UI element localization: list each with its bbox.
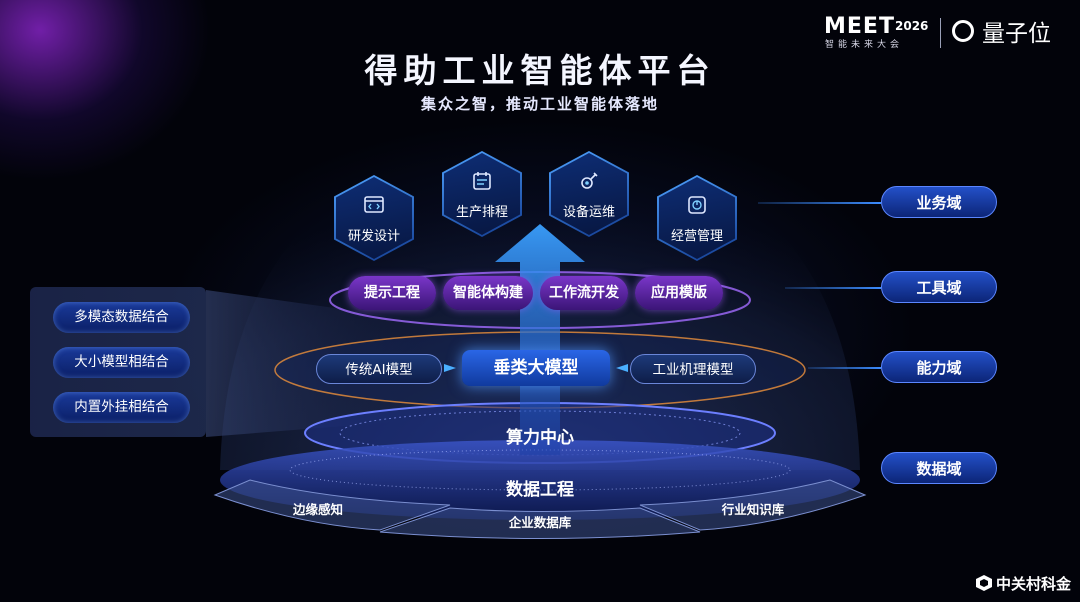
code-window-icon <box>364 196 384 213</box>
segment-enterprise <box>379 507 701 539</box>
tool-agent-building: 智能体构建 <box>443 276 533 310</box>
meet-subtitle: 智能未来大会 <box>825 40 904 50</box>
central-up-arrow <box>495 224 585 455</box>
hex-label: 经营管理 <box>670 229 723 244</box>
segment-industry <box>639 479 867 531</box>
hex-production-scheduling: 生产排程 <box>442 151 522 237</box>
brand-divider <box>940 18 941 48</box>
calendar-icon <box>473 172 491 190</box>
arrow-right-icon <box>444 364 456 372</box>
hex-label: 生产排程 <box>455 205 508 220</box>
domain-business: 业务域 <box>881 186 997 218</box>
arrow-left-icon <box>616 364 628 372</box>
capability-industrial-mechanism: 工业机理模型 <box>630 354 756 384</box>
hex-inner <box>444 153 520 235</box>
meet-logo: MEET <box>824 14 895 39</box>
hex-inner <box>551 153 627 235</box>
tool-workflow-dev: 工作流开发 <box>540 276 628 310</box>
tool-prompt-engineering: 提示工程 <box>348 276 436 310</box>
feature-multimodal: 多模态数据结合 <box>53 302 190 333</box>
hex-inner <box>336 177 412 259</box>
data-disc <box>220 440 860 520</box>
compute-center-label: 算力中心 <box>506 428 574 448</box>
feature-model-mix: 大小模型相结合 <box>53 347 190 378</box>
segment-edge <box>213 479 451 531</box>
left-panel-beam <box>206 290 420 437</box>
connector-business <box>758 202 881 204</box>
data-disc-ticks <box>289 449 791 491</box>
connector-tools <box>785 287 881 289</box>
hex-rd-design: 研发设计 <box>334 175 414 261</box>
domain-tools: 工具域 <box>881 271 997 303</box>
qbw-logo-icon <box>952 20 974 42</box>
domain-data: 数据域 <box>881 452 997 484</box>
data-source-industry-kb: 行业知识库 <box>721 502 785 517</box>
page-subtitle: 集众之智，推动工业智能体落地 <box>420 95 659 113</box>
feature-builtin-plugin: 内置外挂相结合 <box>53 392 190 423</box>
page-title: 得助工业智能体平台 <box>364 51 716 90</box>
data-engineering-label: 数据工程 <box>506 480 574 500</box>
tool-app-templates: 应用模版 <box>635 276 723 310</box>
wrench-gear-icon <box>581 172 598 189</box>
hex-label: 研发设计 <box>347 229 400 244</box>
qbw-logo-text: 量子位 <box>982 21 1051 47</box>
hex-inner <box>659 177 735 259</box>
data-source-edge: 边缘感知 <box>292 502 343 517</box>
hex-label: 设备运维 <box>562 205 615 220</box>
connector-capability <box>808 367 881 369</box>
data-source-enterprise-db: 企业数据库 <box>508 515 572 530</box>
domain-capability: 能力域 <box>881 351 997 383</box>
meet-year: 2026 <box>895 19 929 33</box>
capability-vertical-llm: 垂类大模型 <box>462 350 610 386</box>
management-icon <box>688 196 706 214</box>
capability-traditional-ai: 传统AI模型 <box>316 354 442 384</box>
zgc-logo-icon <box>976 575 992 591</box>
zgc-logo-text: 中关村科金 <box>996 575 1072 593</box>
